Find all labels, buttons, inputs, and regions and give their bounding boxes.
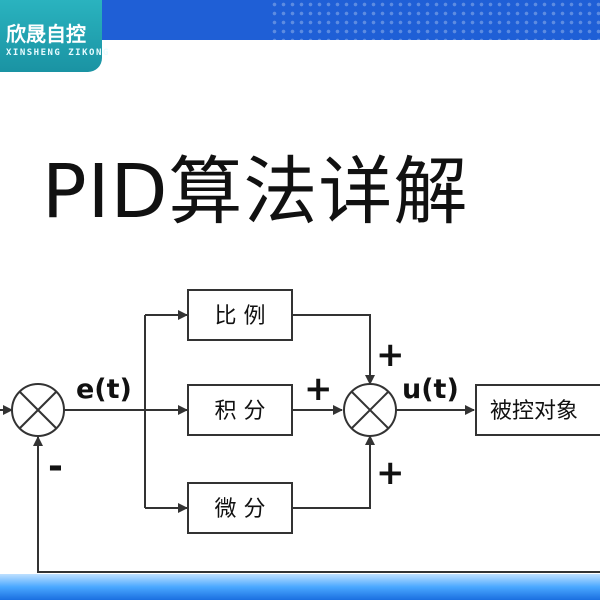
block-proportional-label: 比 例 xyxy=(215,304,266,329)
block-derivative-label: 微 分 xyxy=(215,497,266,522)
block-plant-label: 被控对象 xyxy=(490,399,578,424)
brand-logo-cn: 欣晟自控 xyxy=(6,22,86,46)
block-proportional xyxy=(187,289,293,341)
feedback-minus-sign: - xyxy=(48,446,63,487)
proportional-output-line xyxy=(292,314,375,385)
derivative-output-line xyxy=(292,435,375,509)
bottom-wave-decoration xyxy=(0,574,600,600)
page-title: PID算法详解 xyxy=(42,149,469,235)
plus-sign-proportional: + xyxy=(376,335,405,375)
brand-logo: 欣晟自控 XINSHENG ZIKONG xyxy=(0,0,108,72)
block-plant xyxy=(475,384,600,436)
plus-sign-derivative: + xyxy=(376,453,405,493)
block-derivative xyxy=(187,482,293,534)
summing-junction-error xyxy=(11,383,65,437)
plus-sign-integral: + xyxy=(304,369,333,409)
error-signal-label: e(t) xyxy=(76,374,132,405)
control-signal-label: u(t) xyxy=(402,374,459,405)
banner-dot-pattern xyxy=(270,0,600,40)
feedback-line xyxy=(33,436,600,573)
brand-logo-en: XINSHENG ZIKONG xyxy=(6,48,110,58)
summing-junction-output xyxy=(343,383,397,437)
block-integral xyxy=(187,384,293,436)
block-integral-label: 积 分 xyxy=(215,399,266,424)
